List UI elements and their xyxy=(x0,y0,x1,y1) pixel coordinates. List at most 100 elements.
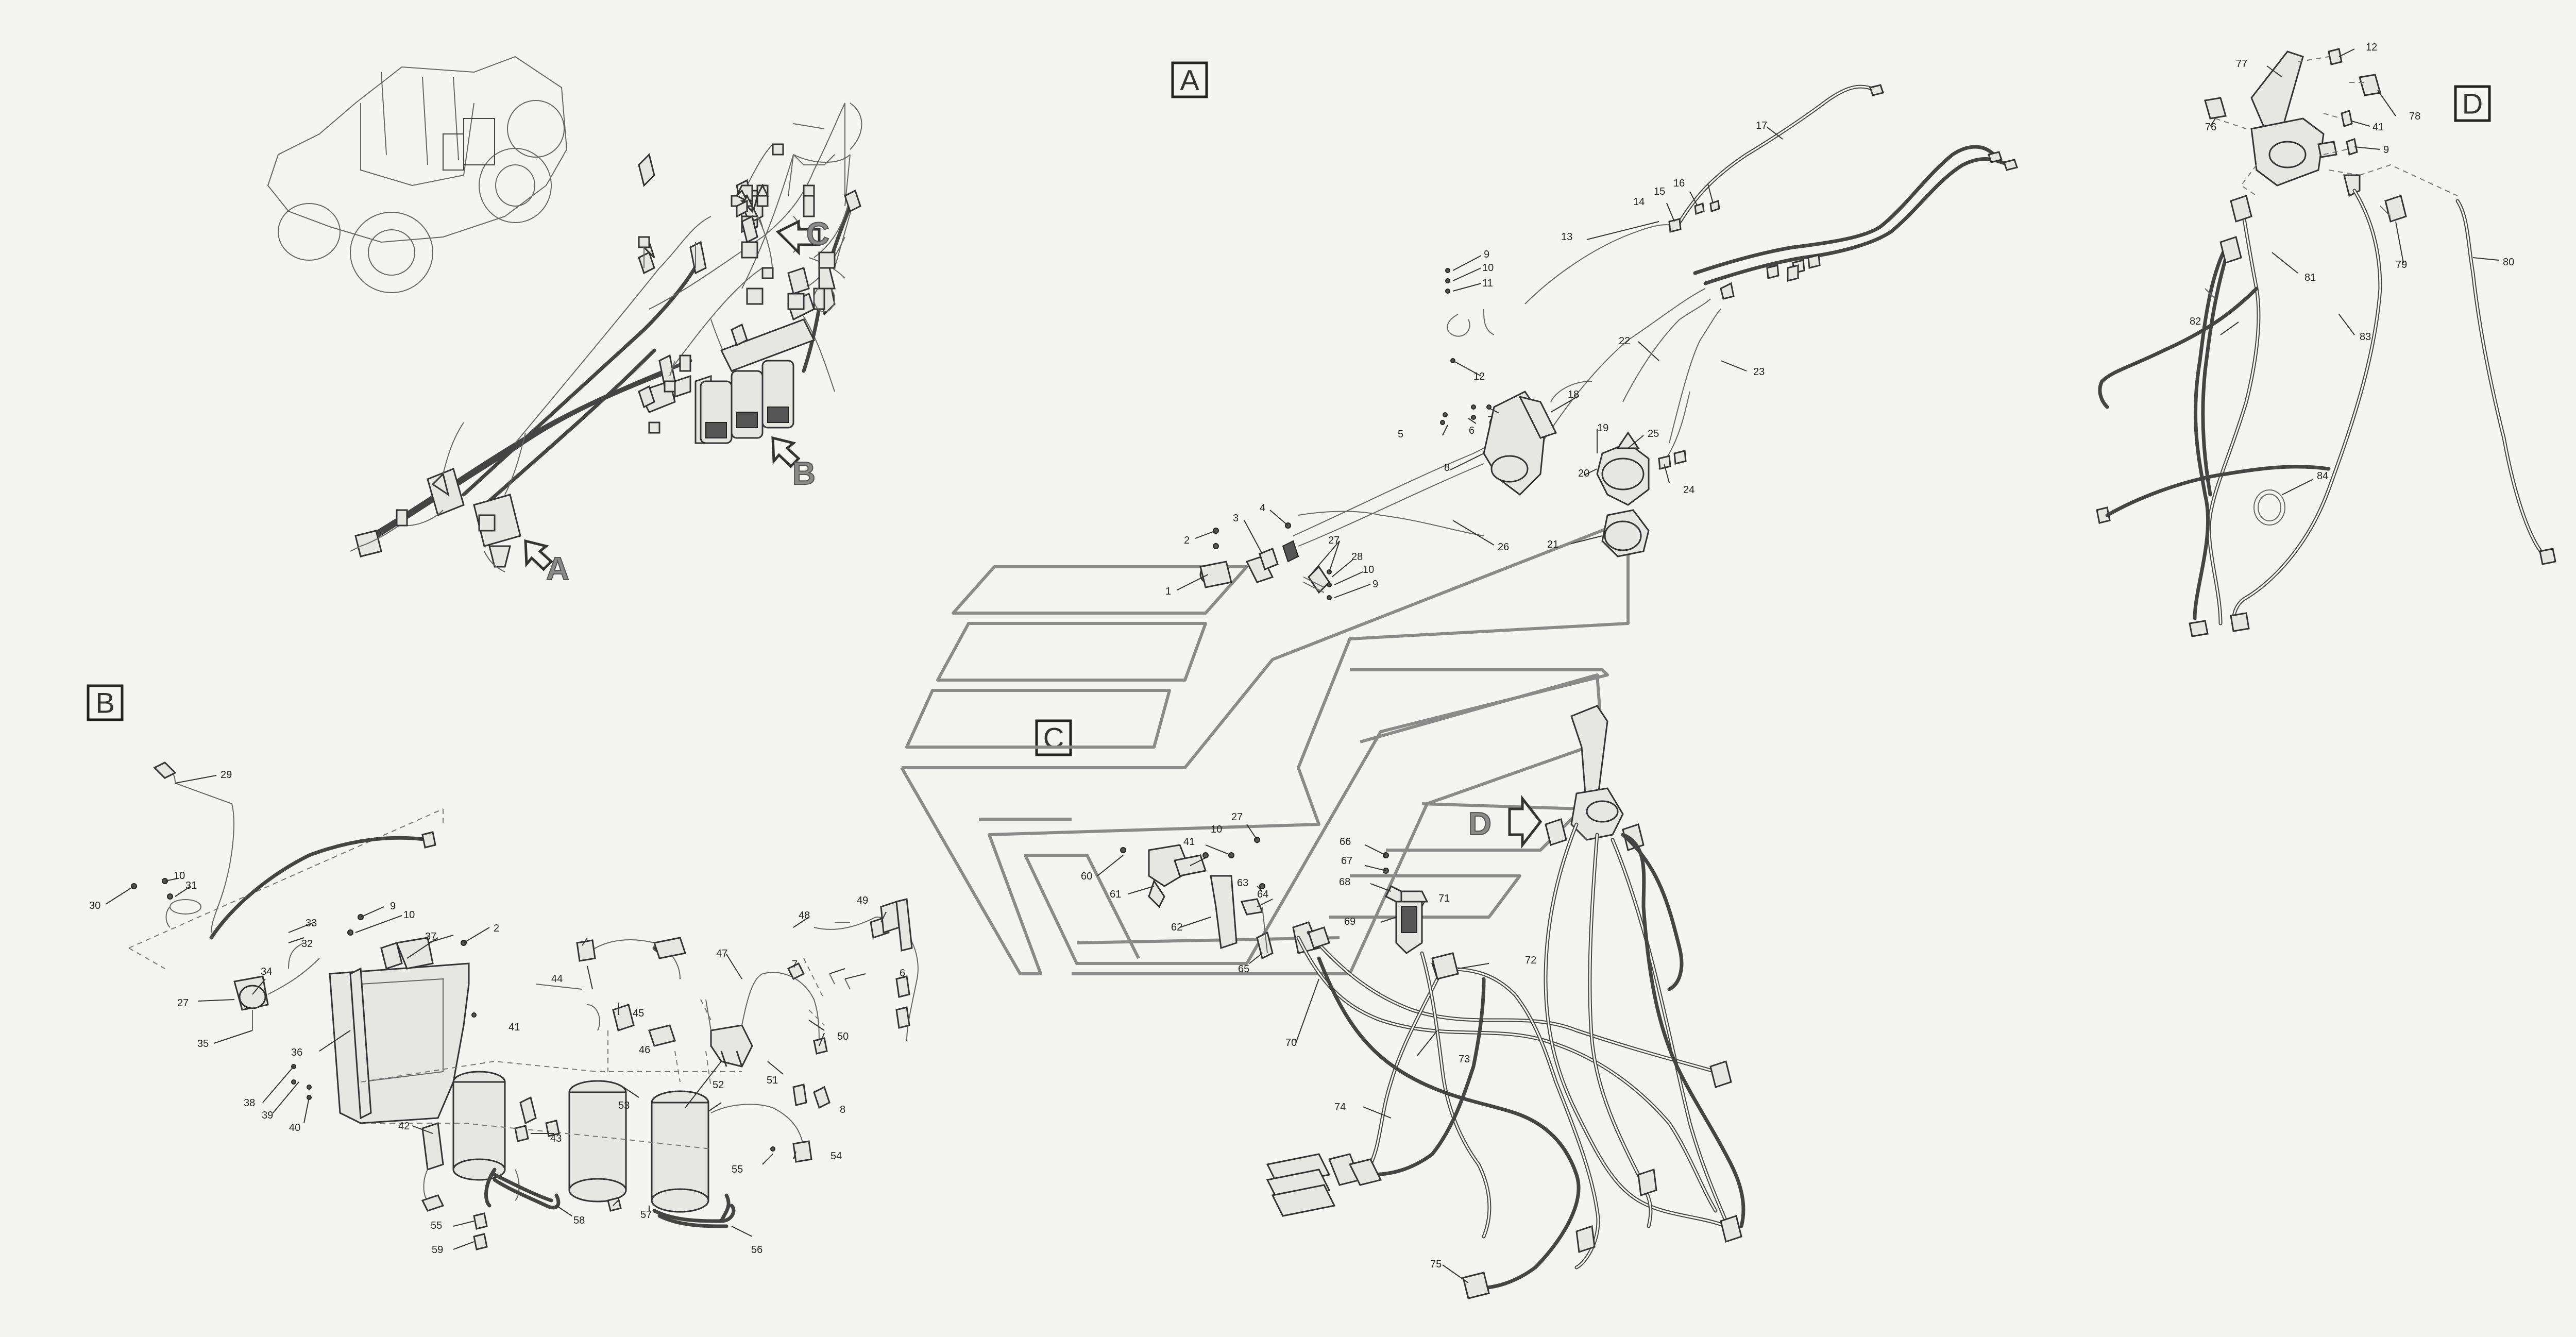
callout-number-75: 75 xyxy=(1430,1259,1442,1270)
callout-number-2: 2 xyxy=(494,923,499,934)
callout-number-10: 10 xyxy=(1363,564,1374,576)
callout-number-76: 76 xyxy=(2205,122,2216,133)
callout-number-4: 4 xyxy=(1260,502,1265,514)
callout-number-59: 59 xyxy=(432,1244,443,1256)
svg-text:B: B xyxy=(95,687,114,719)
callout-number-42: 42 xyxy=(398,1121,410,1132)
callout-number-65: 65 xyxy=(1238,963,1249,975)
callout-number-82: 82 xyxy=(2190,316,2201,327)
callout-number-12: 12 xyxy=(1473,371,1485,382)
callout-number-8: 8 xyxy=(1444,462,1450,473)
callout-number-32: 32 xyxy=(301,938,313,950)
callout-number-8: 8 xyxy=(840,1104,845,1115)
callout-number-6: 6 xyxy=(1469,425,1475,436)
callout-number-40: 40 xyxy=(289,1122,300,1133)
callout-number-41: 41 xyxy=(509,1022,520,1033)
svg-text:C: C xyxy=(1043,722,1064,754)
callout-number-61: 61 xyxy=(1110,889,1121,900)
callout-number-5: 5 xyxy=(1398,429,1403,440)
callout-number-35: 35 xyxy=(197,1038,209,1050)
callout-number-80: 80 xyxy=(2503,257,2514,268)
callout-number-15: 15 xyxy=(1654,186,1665,197)
callout-number-10: 10 xyxy=(174,870,185,882)
callout-number-18: 18 xyxy=(1568,389,1579,400)
callout-number-14: 14 xyxy=(1633,196,1645,208)
section-b-parts xyxy=(128,761,919,1250)
callout-number-20: 20 xyxy=(1578,468,1589,479)
callout-number-16: 16 xyxy=(1673,178,1685,189)
callout-number-72: 72 xyxy=(1525,955,1536,966)
callout-leaders xyxy=(105,48,2499,1283)
callout-number-71: 71 xyxy=(1438,893,1450,904)
callout-number-6: 6 xyxy=(900,968,905,979)
callout-number-3: 3 xyxy=(1233,513,1239,524)
section-c-label-d: D xyxy=(1468,806,1492,842)
svg-text:A: A xyxy=(1180,64,1199,96)
callout-number-41: 41 xyxy=(2372,122,2384,133)
section-tag-c: C xyxy=(1035,719,1072,756)
callout-number-58: 58 xyxy=(573,1215,585,1226)
section-tag-b: B xyxy=(87,684,124,721)
callout-number-28: 28 xyxy=(1351,551,1363,563)
callout-number-38: 38 xyxy=(244,1097,255,1109)
callout-number-9: 9 xyxy=(2383,144,2389,156)
callout-number-27: 27 xyxy=(1231,811,1243,823)
callout-number-12: 12 xyxy=(2366,42,2377,53)
section-c-parts: D xyxy=(1120,705,1745,1299)
callout-number-73: 73 xyxy=(1459,1054,1470,1065)
callout-number-30: 30 xyxy=(89,900,100,911)
svg-text:D: D xyxy=(2462,88,2483,120)
callout-number-10: 10 xyxy=(1482,262,1494,274)
callout-number-68: 68 xyxy=(1339,876,1350,888)
callout-number-50: 50 xyxy=(837,1031,849,1042)
callout-number-17: 17 xyxy=(1756,120,1767,131)
callout-number-55: 55 xyxy=(431,1220,442,1231)
callout-number-7: 7 xyxy=(1487,415,1493,426)
callout-number-74: 74 xyxy=(1334,1102,1346,1113)
callout-number-69: 69 xyxy=(1344,916,1355,927)
section-tag-a: A xyxy=(1171,61,1208,98)
callout-number-37: 37 xyxy=(425,931,436,942)
callout-number-27: 27 xyxy=(177,997,189,1009)
callout-number-1: 1 xyxy=(1165,586,1171,597)
callout-number-64: 64 xyxy=(1257,889,1268,900)
callout-number-55: 55 xyxy=(732,1164,743,1175)
callout-number-46: 46 xyxy=(639,1044,650,1056)
callout-number-47: 47 xyxy=(716,948,727,959)
callout-number-29: 29 xyxy=(221,769,232,781)
callout-number-63: 63 xyxy=(1237,877,1248,889)
callout-number-19: 19 xyxy=(1597,422,1608,434)
callout-number-51: 51 xyxy=(767,1075,778,1086)
section-a-parts xyxy=(1199,84,2018,600)
callout-number-53: 53 xyxy=(618,1100,630,1111)
callout-number-23: 23 xyxy=(1753,366,1765,378)
tractor-thumbnail xyxy=(267,56,568,293)
callout-number-25: 25 xyxy=(1648,428,1659,439)
callout-number-7: 7 xyxy=(792,959,798,970)
overview-label-b: B xyxy=(792,456,816,492)
callout-number-36: 36 xyxy=(291,1047,302,1058)
overview-label-c: C xyxy=(806,216,829,252)
callout-number-26: 26 xyxy=(1498,541,1509,553)
callout-number-70: 70 xyxy=(1285,1037,1297,1048)
callout-number-48: 48 xyxy=(799,910,810,921)
section-tag-d: D xyxy=(2454,85,2491,122)
section-d-parts xyxy=(2096,48,2556,637)
callout-number-33: 33 xyxy=(306,918,317,929)
callout-number-11: 11 xyxy=(1482,278,1493,289)
callout-number-34: 34 xyxy=(261,966,272,977)
callout-number-39: 39 xyxy=(262,1110,273,1121)
overview-label-a: A xyxy=(546,551,569,587)
callout-number-54: 54 xyxy=(831,1150,842,1162)
callout-number-81: 81 xyxy=(2304,272,2316,283)
overview-assembly: C B A xyxy=(350,103,862,587)
callout-number-22: 22 xyxy=(1619,335,1630,347)
callout-number-9: 9 xyxy=(1484,249,1489,260)
callout-number-41: 41 xyxy=(1183,836,1195,848)
callout-number-13: 13 xyxy=(1561,231,1572,243)
callout-number-24: 24 xyxy=(1683,484,1694,496)
section-c-guide xyxy=(900,519,1630,975)
callout-number-10: 10 xyxy=(1211,824,1222,835)
callout-number-52: 52 xyxy=(713,1079,724,1091)
